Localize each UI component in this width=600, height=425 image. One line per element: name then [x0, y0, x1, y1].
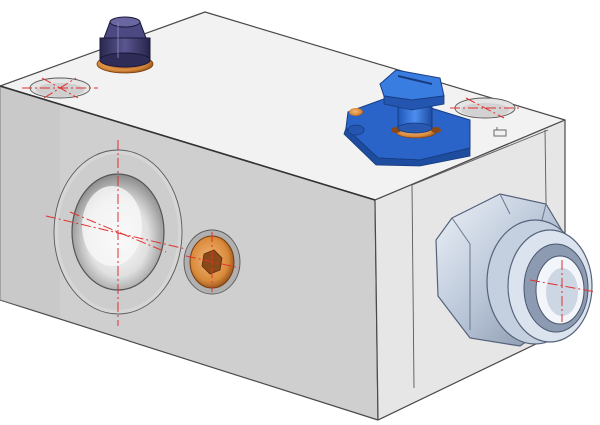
- hydraulic-fitting-icon: [435, 193, 597, 347]
- top-hole-left: [22, 77, 98, 99]
- top-step-line: [411, 129, 549, 186]
- block-front-shade: [0, 86, 60, 318]
- side-step-line: [411, 184, 415, 389]
- hex-plug-icon: [96, 16, 154, 74]
- port-bore-icon: [45, 140, 191, 326]
- copper-plug-icon: [183, 229, 241, 295]
- top-front-edge: [0, 85, 376, 201]
- top-hole-right: [450, 97, 520, 119]
- top-marking: [493, 127, 507, 137]
- valve-handle-icon[interactable]: [343, 69, 471, 167]
